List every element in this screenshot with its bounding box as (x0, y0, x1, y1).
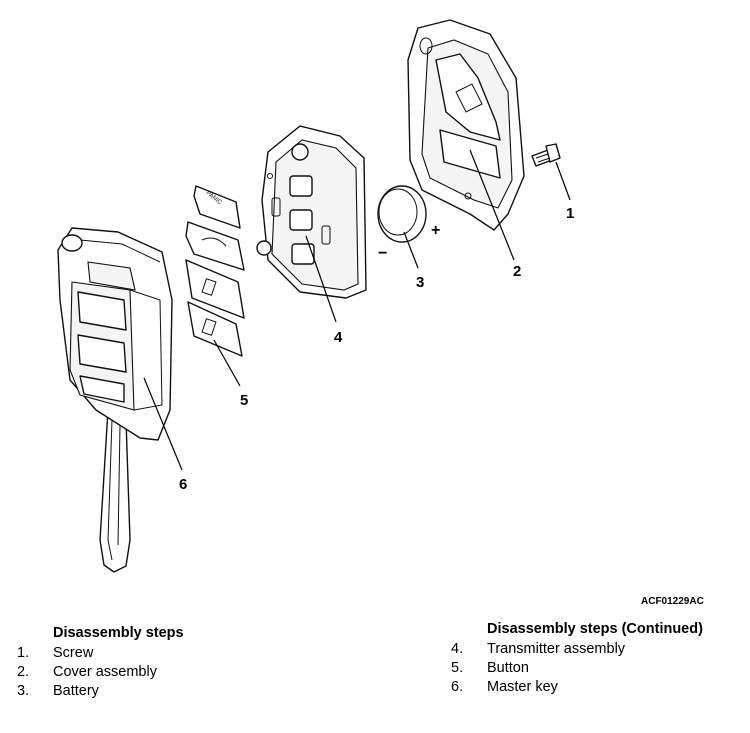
leader-lines (143, 149, 571, 471)
screw (531, 143, 561, 167)
battery-plus-sign: + (431, 222, 440, 239)
cover-assembly (407, 19, 525, 231)
battery-minus-sign: − (378, 245, 387, 262)
step-label: Button (487, 660, 529, 676)
battery: − + (377, 185, 440, 262)
callout-4: 4 (334, 329, 343, 346)
step-label: Screw (53, 645, 94, 661)
list-item: 5. Button (451, 659, 703, 678)
list-item: 4. Transmitter assembly (451, 640, 703, 659)
callout-2: 2 (513, 263, 521, 280)
callout-6: 6 (179, 476, 187, 493)
step-number: 3. (17, 683, 30, 699)
step-label: Transmitter assembly (487, 641, 626, 657)
step-label: Master key (487, 679, 558, 695)
figure-code: ACF01229AC (641, 596, 704, 607)
list-item: 3. Battery (17, 682, 184, 701)
step-label: Cover assembly (53, 664, 157, 680)
step-number: 6. (451, 679, 464, 695)
steps-heading: Disassembly steps (53, 625, 184, 641)
steps-heading-continued: Disassembly steps (Continued) (487, 621, 703, 637)
exploded-view-diagram: PANIC − + (57, 19, 574, 573)
step-number: 1. (17, 645, 30, 661)
master-key (57, 227, 173, 573)
disassembly-steps-list: Disassembly steps 1. Screw 2. Cover asse… (17, 624, 184, 701)
disassembly-steps-continued-list: Disassembly steps (Continued) 4. Transmi… (451, 620, 703, 697)
step-label: Battery (53, 683, 99, 699)
buttons: PANIC (185, 185, 245, 357)
list-item: 1. Screw (17, 644, 184, 663)
step-number: 5. (451, 660, 464, 676)
transmitter-assembly (256, 125, 367, 299)
step-number: 4. (451, 641, 464, 657)
callout-5: 5 (240, 392, 248, 409)
list-item: 6. Master key (451, 678, 703, 697)
callout-3: 3 (416, 274, 424, 291)
callout-1: 1 (566, 205, 574, 222)
list-item: 2. Cover assembly (17, 663, 184, 682)
step-number: 2. (17, 664, 30, 680)
